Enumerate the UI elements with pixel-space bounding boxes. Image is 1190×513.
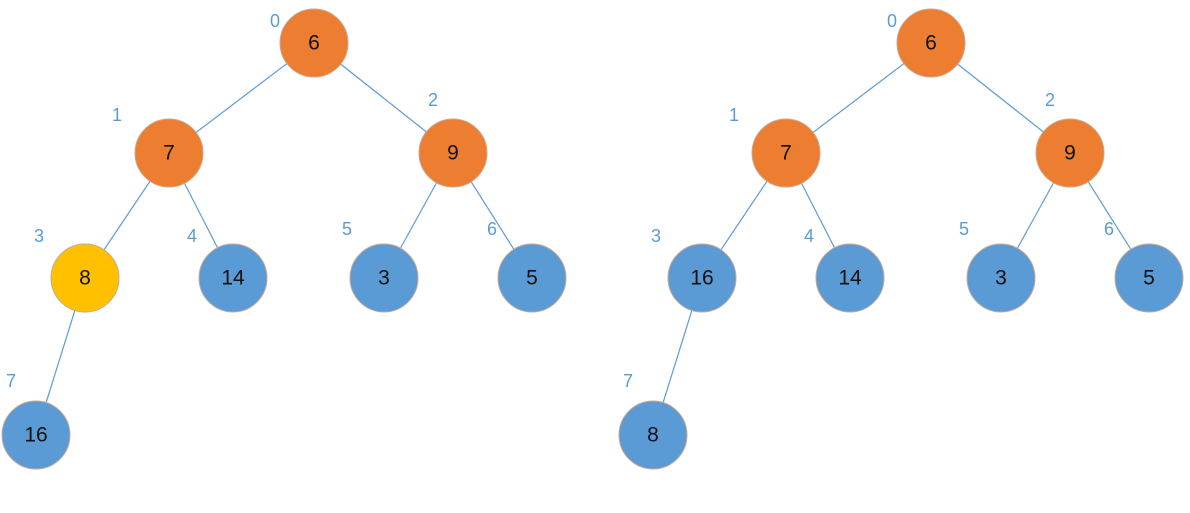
node-index-label: 5 bbox=[959, 219, 969, 239]
node-value: 5 bbox=[1143, 267, 1155, 290]
node-circle bbox=[1114, 243, 1184, 313]
node-5: 3 bbox=[349, 243, 419, 313]
node-value: 14 bbox=[838, 267, 862, 290]
node-0: 6 bbox=[896, 8, 966, 78]
node-7: 8 bbox=[618, 400, 688, 470]
node-5: 3 bbox=[966, 243, 1036, 313]
node-value: 7 bbox=[163, 142, 175, 165]
node-circle bbox=[896, 8, 966, 78]
node-index-label: 4 bbox=[187, 226, 197, 246]
node-index-label: 2 bbox=[428, 90, 438, 110]
edge-0-1 bbox=[195, 63, 288, 133]
node-circle bbox=[279, 8, 349, 78]
edge-3-7 bbox=[45, 310, 76, 403]
node-circle bbox=[618, 400, 688, 470]
node-index-label: 0 bbox=[270, 11, 280, 31]
node-circle bbox=[1035, 118, 1105, 188]
node-circle bbox=[198, 243, 268, 313]
edge-3-7 bbox=[662, 310, 693, 403]
edge-1-3 bbox=[720, 180, 768, 251]
node-index-label: 6 bbox=[1104, 219, 1114, 239]
edge-0-1 bbox=[812, 63, 905, 133]
node-value: 3 bbox=[378, 267, 390, 290]
edge-1-4 bbox=[183, 182, 219, 249]
edge-0-2 bbox=[957, 63, 1044, 133]
node-value: 16 bbox=[690, 267, 713, 290]
node-circle bbox=[1, 400, 71, 470]
node-circle bbox=[497, 243, 567, 313]
node-index-label: 4 bbox=[804, 226, 814, 246]
node-value: 8 bbox=[647, 424, 659, 447]
node-index-label: 0 bbox=[887, 11, 897, 31]
edge-1-3 bbox=[103, 180, 151, 251]
node-circle bbox=[50, 243, 120, 313]
node-index-label: 3 bbox=[34, 226, 44, 246]
node-value: 9 bbox=[1064, 142, 1076, 165]
node-circle bbox=[667, 243, 737, 313]
node-index-label: 7 bbox=[6, 371, 16, 391]
node-circle bbox=[966, 243, 1036, 313]
node-2: 9 bbox=[1035, 118, 1105, 188]
node-value: 14 bbox=[221, 267, 245, 290]
node-value: 6 bbox=[308, 32, 320, 55]
node-value: 3 bbox=[995, 267, 1007, 290]
node-2: 9 bbox=[418, 118, 488, 188]
node-index-label: 3 bbox=[651, 226, 661, 246]
node-index-label: 5 bbox=[342, 219, 352, 239]
node-value: 7 bbox=[780, 142, 792, 165]
edge-2-6 bbox=[1087, 181, 1132, 250]
node-index-label: 7 bbox=[623, 371, 633, 391]
edge-1-4 bbox=[800, 182, 836, 249]
node-circle bbox=[349, 243, 419, 313]
node-value: 16 bbox=[24, 424, 47, 447]
node-value: 5 bbox=[526, 267, 538, 290]
edge-2-5 bbox=[399, 182, 438, 249]
tree-after: 6 0 7 1 9 2 16 3 14 4 3 5 5 6 8 7 bbox=[618, 8, 1184, 470]
node-value: 6 bbox=[925, 32, 937, 55]
node-index-label: 1 bbox=[729, 105, 739, 125]
node-circle bbox=[418, 118, 488, 188]
node-index-label: 1 bbox=[112, 105, 122, 125]
node-1: 7 bbox=[134, 118, 204, 188]
node-6: 5 bbox=[1114, 243, 1184, 313]
node-circle bbox=[751, 118, 821, 188]
node-0: 6 bbox=[279, 8, 349, 78]
node-4: 14 bbox=[815, 243, 885, 313]
edge-0-2 bbox=[340, 63, 427, 133]
node-value: 8 bbox=[79, 267, 91, 290]
node-1: 7 bbox=[751, 118, 821, 188]
node-index-label: 2 bbox=[1045, 90, 1055, 110]
node-circle bbox=[815, 243, 885, 313]
node-circle bbox=[134, 118, 204, 188]
edge-2-5 bbox=[1016, 182, 1055, 249]
node-3: 8 bbox=[50, 243, 120, 313]
edge-2-6 bbox=[470, 181, 515, 250]
node-4: 14 bbox=[198, 243, 268, 313]
tree-before: 6 0 7 1 9 2 8 3 14 4 3 5 5 6 16 7 bbox=[1, 8, 567, 470]
node-index-label: 6 bbox=[487, 219, 497, 239]
node-7: 16 bbox=[1, 400, 71, 470]
node-6: 5 bbox=[497, 243, 567, 313]
node-value: 9 bbox=[447, 142, 459, 165]
node-3: 16 bbox=[667, 243, 737, 313]
